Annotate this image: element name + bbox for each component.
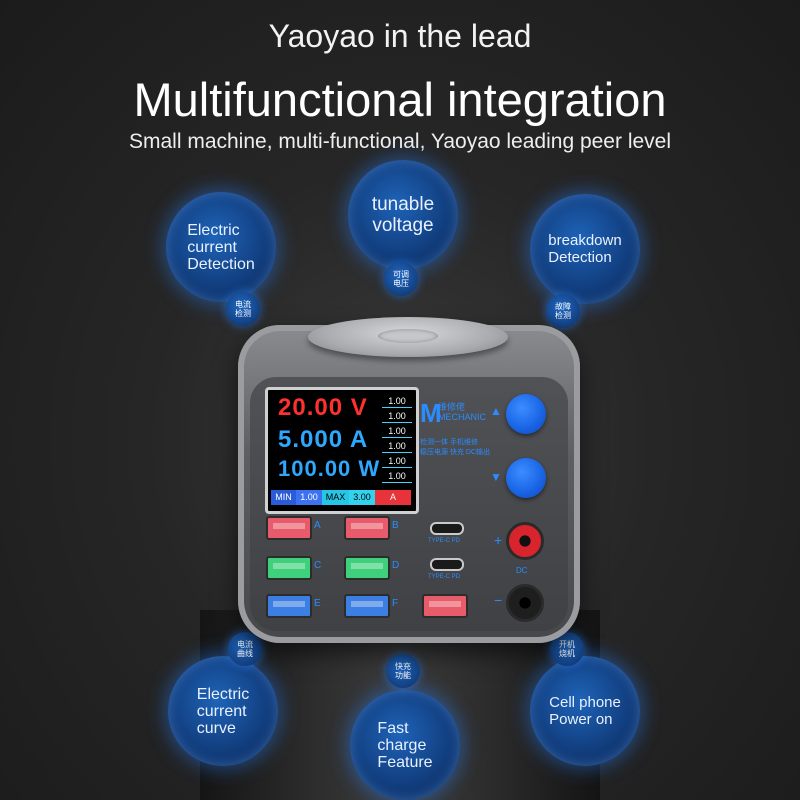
feature-badge: 电流 曲线 [228,632,262,666]
feature-badge: 故障 检测 [546,294,580,328]
feature-bubble-current-curve: Electric current curve [168,656,278,766]
usb-port-d[interactable] [344,556,390,580]
port-label: A [314,520,321,531]
feature-badge: 快充 功能 [386,654,420,688]
dc-positive-jack[interactable] [506,522,544,560]
down-arrow-icon: ▼ [490,470,502,484]
typec-label: TYPE-C PD [428,538,461,544]
mini-value: 1.00 [382,396,412,408]
dc-negative-jack[interactable] [506,584,544,622]
mini-value: 1.00 [382,411,412,423]
feature-label: tunable voltage [371,194,435,236]
feature-bubble-fast-charge: Fast charge Feature [350,690,460,800]
feature-bubble-current-detection: Electric current Detection [166,192,276,302]
feature-label: breakdown Detection [548,232,622,266]
dc-plus-sign: + [494,532,503,548]
mini-value: 1.00 [382,426,412,438]
lcd-display: 20.00 V 5.000 A 100.00 W 1.00 1.00 1.00 … [265,387,419,514]
dc-minus-sign: − [494,592,503,608]
increase-knob[interactable] [506,394,546,434]
brand-name: 维修佬 MECHANIC [438,402,487,422]
subline: Small machine, multi-functional, Yaoyao … [128,130,672,153]
headline: Multifunctional integration [133,73,667,126]
feature-badge: 可调 电压 [384,262,418,296]
wireless-charging-pad [308,317,508,357]
feature-label: Cell phone Power on [549,694,621,728]
min-value: 1.00 [296,490,322,505]
status-bar: MIN 1.00 MAX 3.00 A [271,490,411,505]
typec-port[interactable] [430,522,464,535]
brand-logo: M 维修佬 MECHANIC [420,398,490,436]
up-arrow-icon: ▲ [490,404,502,418]
feature-badge: 电流 检测 [226,292,260,326]
usb-port-a[interactable] [266,516,312,540]
port-label: D [392,560,400,571]
brand-description: 检测一体 手机维修 稳压电源 快充 DC输出 [420,439,490,456]
tagline: Yaoyao in the lead [268,18,532,54]
min-label: MIN [271,490,296,505]
power-readout: 100.00 W [278,456,381,481]
port-label: C [314,560,322,571]
feature-bubble-breakdown-detection: breakdown Detection [530,194,640,304]
port-label: F [392,598,399,609]
max-value: 3.00 [349,490,375,505]
dc-label: DC [516,566,528,575]
usb-port-f[interactable] [344,594,390,618]
usb-port-fast-charge[interactable] [422,594,468,618]
mini-value: 1.00 [382,456,412,468]
typec-port[interactable] [430,558,464,571]
current-readout: 5.000 A [278,426,369,453]
usb-port-c[interactable] [266,556,312,580]
brand-mark: M [420,398,442,428]
mini-value: 1.00 [382,441,412,453]
port-label: B [392,520,399,531]
feature-bubble-phone-power-on: Cell phone Power on [530,656,640,766]
port-label: E [314,598,321,609]
mini-value: 1.00 [382,471,412,483]
usb-port-e[interactable] [266,594,312,618]
max-label: MAX [322,490,349,505]
usb-port-b[interactable] [344,516,390,540]
unit-label: A [375,490,411,505]
feature-label: Electric current Detection [187,221,255,273]
decrease-knob[interactable] [506,458,546,498]
feature-bubble-tunable-voltage: tunable voltage [348,160,458,270]
voltage-readout: 20.00 V [278,394,368,421]
typec-label: TYPE-C PD [428,574,461,580]
feature-label: Electric current curve [196,685,250,737]
feature-label: Fast charge Feature [377,719,433,771]
